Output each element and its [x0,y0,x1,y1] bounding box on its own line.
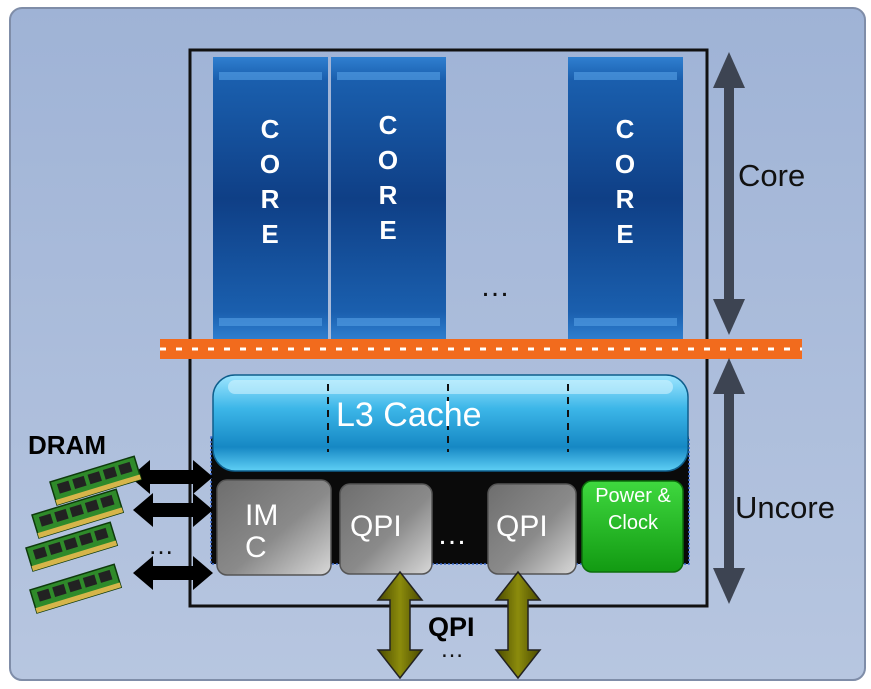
dram-label: DRAM [28,430,106,460]
l3-cache-label: L3 Cache [336,396,482,434]
qpi-1-label: QPI [350,510,402,543]
power-clock-block [581,480,684,573]
core-ellipsis: … [480,270,510,303]
qpi-link-arrow-1 [376,570,424,680]
interconnect-bar [160,339,802,359]
dram-ellipsis: … [148,530,174,560]
qpi-block-1 [339,483,433,575]
qpi-link-label: QPI [428,612,475,642]
core-1 [213,57,328,340]
uncore-ellipsis: … [437,518,467,551]
imc-label: IM C [245,499,279,564]
power-clock-label: Power & Clock [595,485,671,534]
core-side-label: Core [738,158,806,193]
core-range-arrow [713,52,745,335]
dram-modules [25,455,143,614]
qpi-link-ellipsis: … [440,636,464,663]
dram-arrows [130,460,213,590]
l3-cache [212,374,689,472]
qpi-block-2 [487,483,577,575]
uncore-range-arrow [713,358,745,604]
core-3 [568,57,683,340]
imc-block [216,479,332,576]
core-2 [331,57,446,340]
qpi-link-arrow-2 [494,570,542,680]
chip-outline [188,48,709,608]
qpi-2-label: QPI [496,510,548,543]
uncore-side-label: Uncore [735,490,835,525]
